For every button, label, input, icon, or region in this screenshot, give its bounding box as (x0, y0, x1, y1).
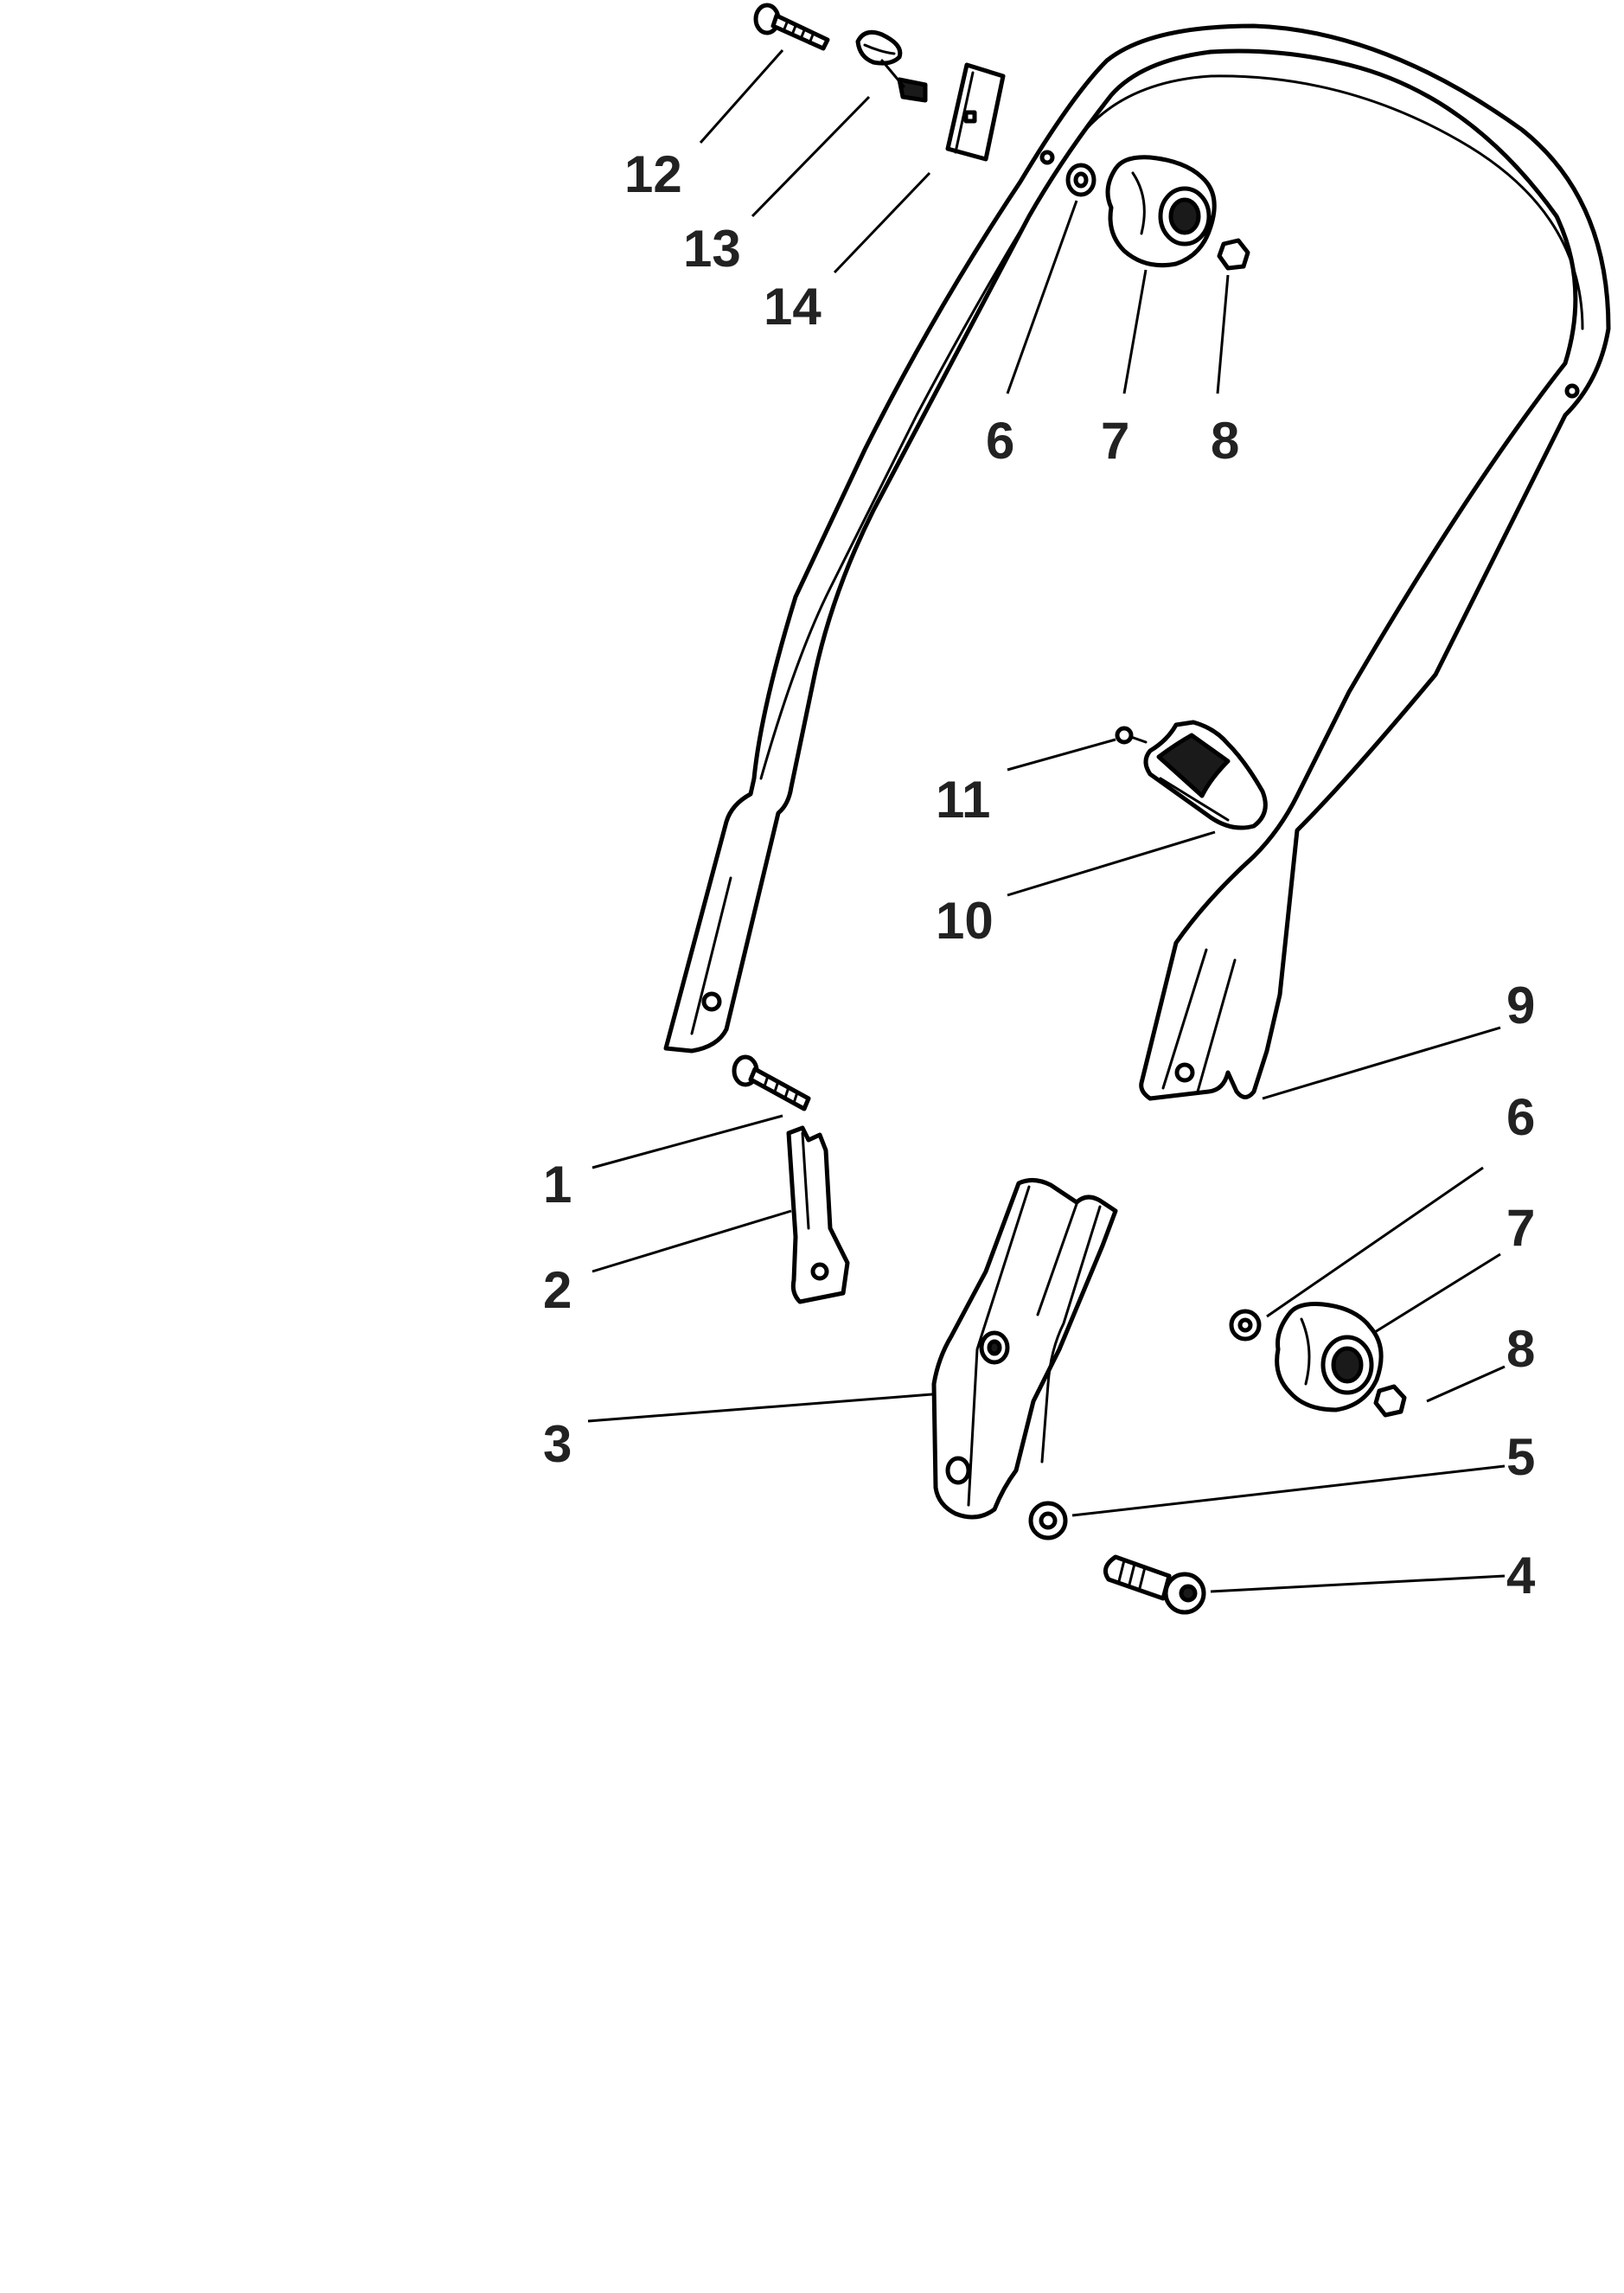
leader-lines (587, 49, 1506, 1593)
callout-14: 14 (764, 278, 822, 336)
knob-7-top (1105, 155, 1217, 268)
washer-6-top (1065, 163, 1097, 197)
nut-8-bottom (1373, 1384, 1407, 1418)
mount-bracket-3 (931, 1178, 1118, 1520)
callout-12: 12 (624, 145, 682, 203)
washer-5 (1028, 1501, 1068, 1540)
callout-11: 11 (936, 771, 990, 829)
callout-2: 2 (543, 1261, 572, 1319)
knob-7-bottom (1275, 1302, 1384, 1412)
callout-13: 13 (683, 220, 741, 278)
callout-4: 4 (1506, 1547, 1536, 1604)
capscrew-4 (1103, 1554, 1206, 1615)
callout-1: 1 (543, 1156, 572, 1214)
callout-6-top: 6 (986, 412, 1014, 470)
callout-7-bottom: 7 (1506, 1199, 1535, 1257)
callout-8-bottom: 8 (1506, 1320, 1535, 1378)
callout-10: 10 (936, 892, 994, 950)
callout-9: 9 (1506, 977, 1535, 1034)
callout-5: 5 (1506, 1428, 1535, 1486)
callout-6-bottom: 6 (1506, 1088, 1535, 1146)
callout-3: 3 (543, 1415, 572, 1473)
screw-11 (1115, 726, 1148, 745)
nut-8-top (1217, 238, 1250, 271)
clip-13 (855, 29, 928, 103)
handle-bar (663, 23, 1611, 1101)
grip-10 (1143, 720, 1268, 830)
screw-12 (753, 3, 830, 51)
callouts: 12 13 14 6 7 8 11 10 9 1 2 6 7 8 3 5 4 (543, 145, 1536, 1604)
bolt-1 (732, 1054, 811, 1111)
plate-14 (945, 62, 1006, 162)
callout-8-top: 8 (1211, 412, 1239, 470)
callout-7-top: 7 (1101, 412, 1129, 470)
bracket-2 (786, 1125, 850, 1304)
washer-6-bottom (1229, 1309, 1262, 1342)
